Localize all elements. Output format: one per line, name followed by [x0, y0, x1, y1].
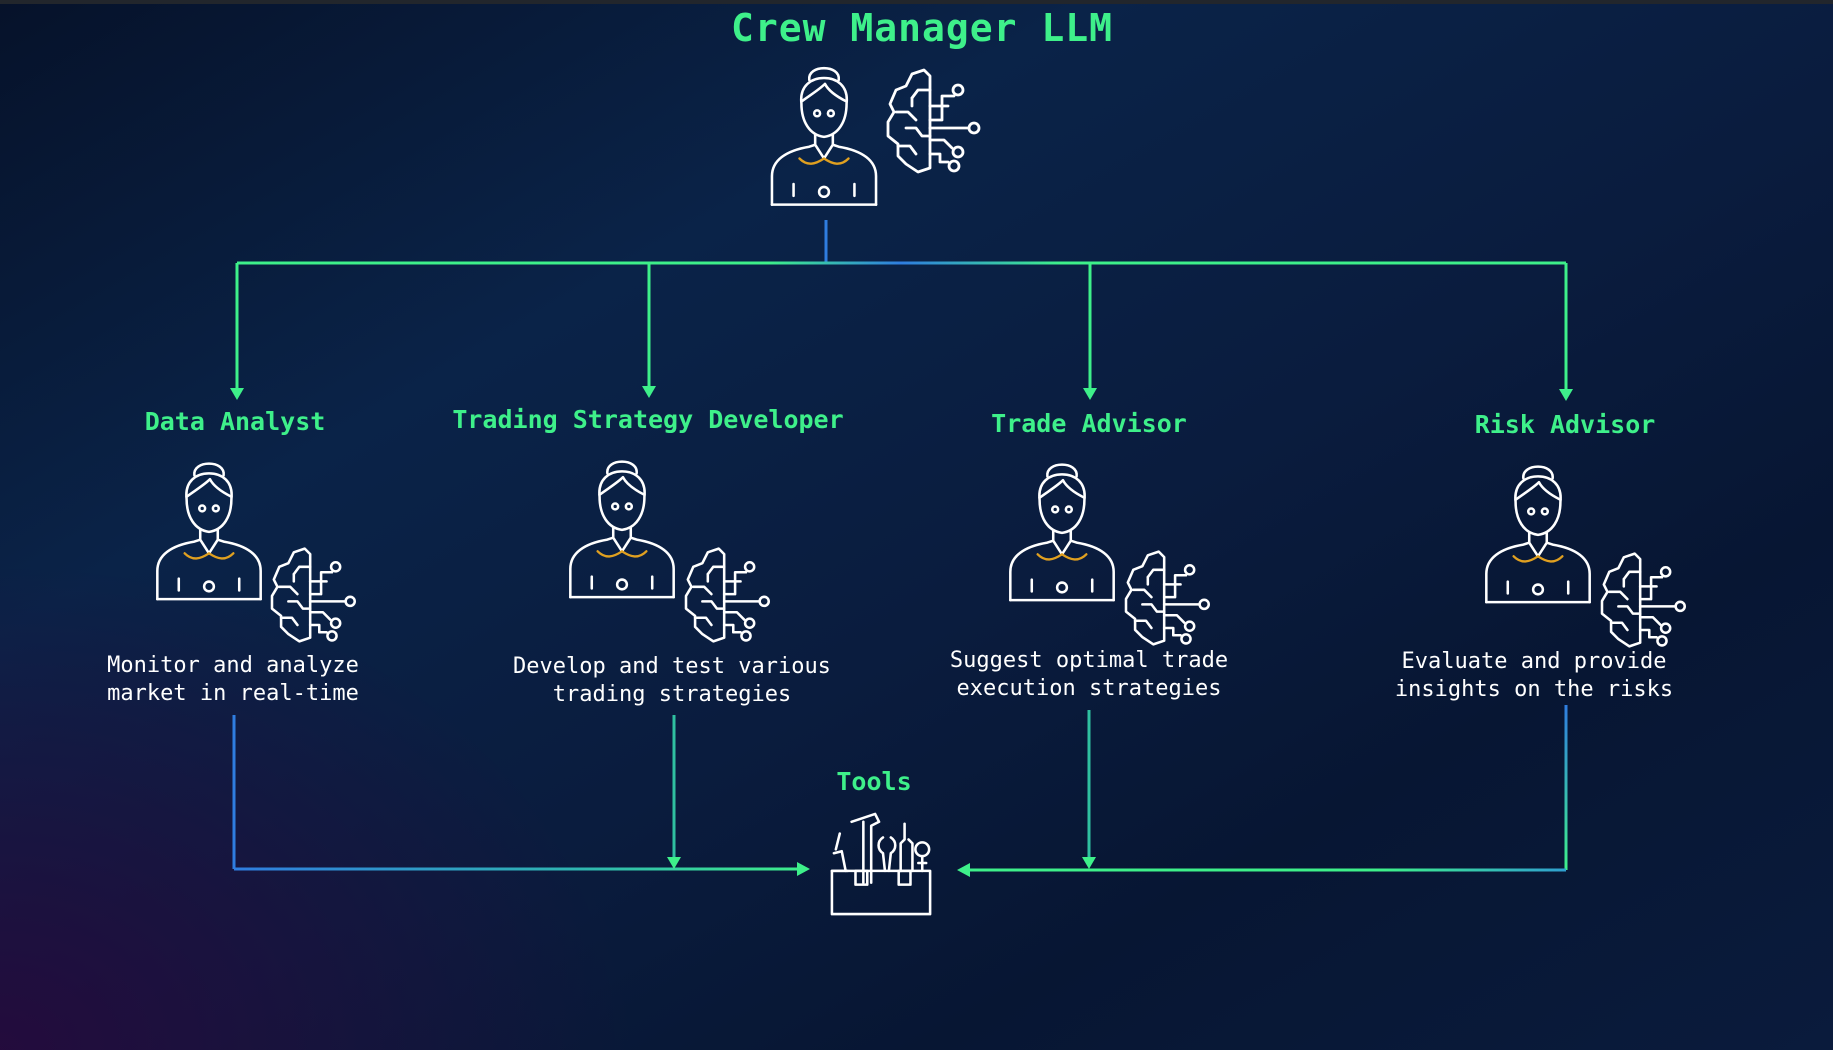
agent-description-strategy-developer: Develop and test various trading strateg…	[513, 654, 831, 707]
person-icon	[155, 448, 263, 604]
circuit-brain-icon	[880, 66, 984, 176]
agent-title-risk-advisor: Risk Advisor	[1474, 410, 1656, 439]
circuit-brain-icon	[1118, 548, 1214, 648]
arrowhead-trade-advisor-down	[1082, 857, 1096, 869]
arrowhead-tools-left	[797, 862, 810, 876]
arrowhead-strategy-developer-down	[667, 857, 681, 869]
agent-title-trade-advisor: Trade Advisor	[991, 409, 1187, 438]
agent-description-trade-advisor: Suggest optimal trade execution strategi…	[949, 648, 1229, 701]
toolbox-icon	[828, 810, 936, 918]
arrowhead-trade-advisor	[1083, 388, 1097, 400]
window-top-bar	[0, 0, 1833, 4]
agent-description-risk-advisor: Evaluate and provide insights on the ris…	[1394, 649, 1674, 702]
arrowhead-risk-advisor	[1559, 389, 1573, 401]
agent-title-data-analyst: Data Analyst	[144, 407, 326, 436]
arrowhead-tools-right	[957, 863, 970, 877]
arrowhead-strategy-developer	[642, 386, 656, 398]
agent-title-strategy-developer: Trading Strategy Developer	[452, 405, 844, 434]
arrowhead-data-analyst	[230, 388, 244, 400]
person-icon	[770, 52, 878, 210]
tools-title: Tools	[836, 767, 912, 796]
circuit-brain-icon	[1594, 550, 1690, 650]
person-icon	[568, 446, 676, 602]
agent-description-data-analyst: Monitor and analyze market in real-time	[107, 653, 359, 706]
person-icon	[1484, 451, 1592, 607]
circuit-brain-icon	[678, 545, 774, 645]
manager-title: Crew Manager LLM	[730, 6, 1114, 50]
circuit-brain-icon	[264, 545, 360, 645]
person-icon	[1008, 449, 1116, 605]
